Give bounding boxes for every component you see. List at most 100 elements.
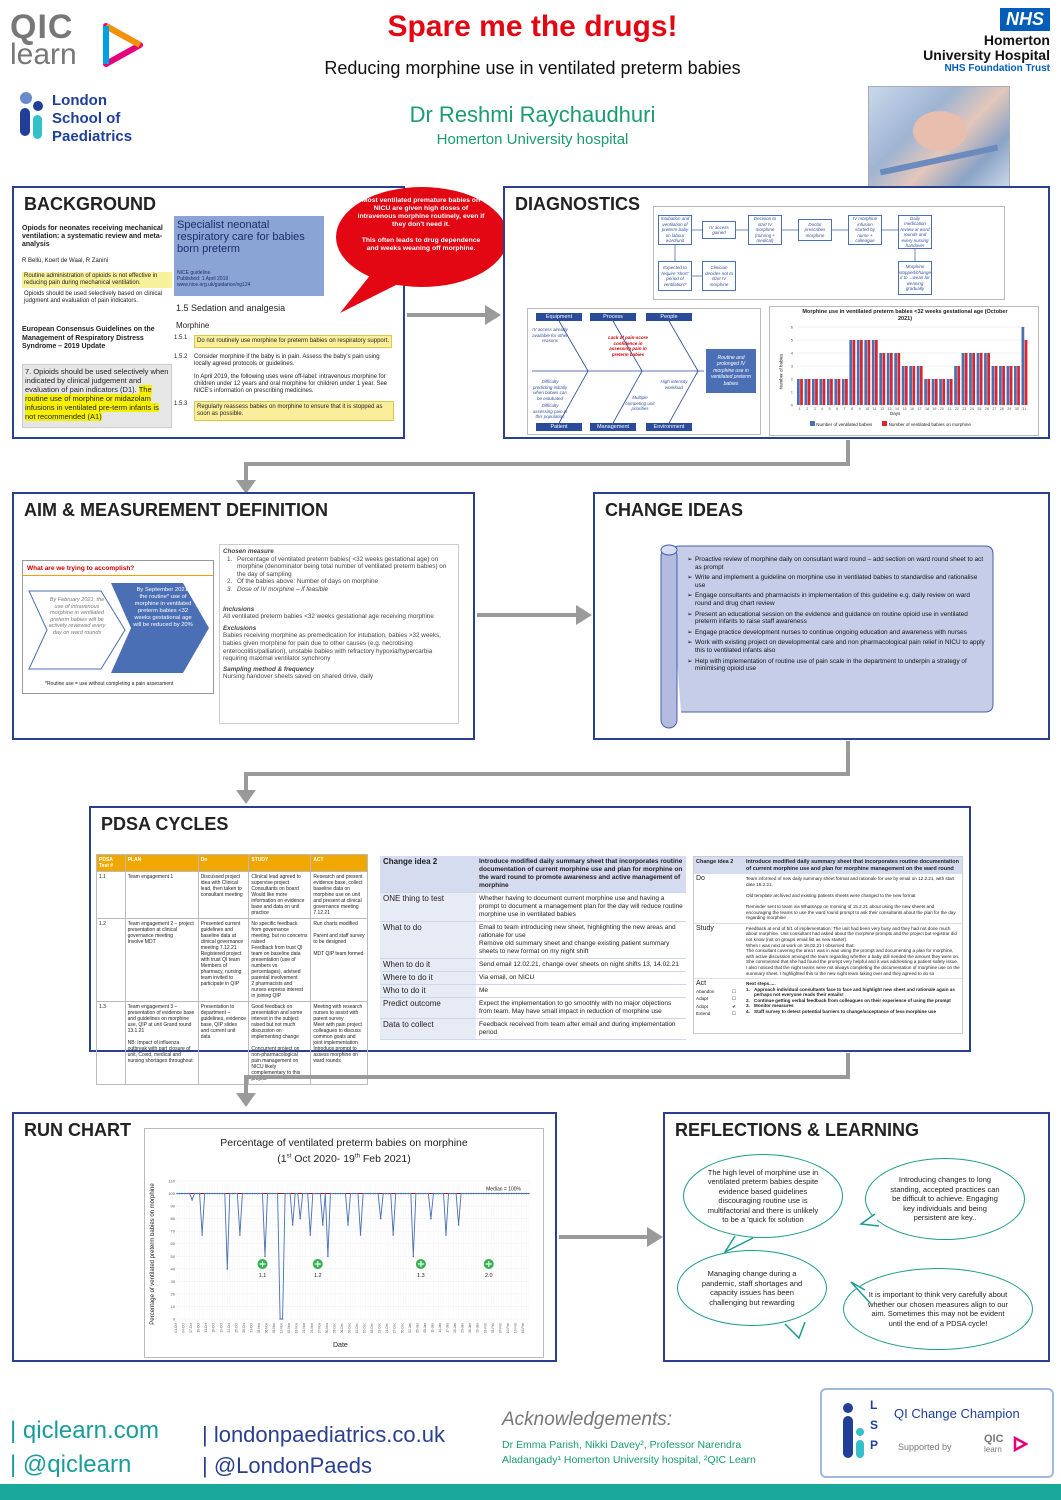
nice-section: 1.5 Sedation and analgesia [176,303,286,313]
lsp-badge-icon [843,1403,864,1458]
run-xtick-label: 23-Jan [461,1323,465,1333]
run-point [178,1192,181,1195]
run-point [259,1192,261,1195]
bar-xtick-label: 15 [903,407,907,411]
aim-footnote: *Routine use = use without completing a … [45,681,174,687]
bar-mark [826,379,830,405]
author-name: Dr Reshmi Raychaudhuri [409,102,656,127]
bar-mark [927,379,931,405]
bar-mark [904,366,908,405]
run-point [374,1192,377,1195]
run-point [452,1192,455,1195]
bar-mark [874,340,878,405]
pdsa-cell: 1.3 [96,1001,126,1085]
reflection-bubble: It is important to think very carefully … [843,1268,1033,1350]
run-chart-frame: Percentage of ventilated preterm babies … [144,1128,544,1358]
run-point [518,1192,520,1195]
change-idea-text: Present an educational session on the ev… [695,610,968,626]
lsp-logo: London School of Paediatrics [14,90,164,150]
run-point [324,1192,327,1195]
run-point [249,1192,251,1195]
run-ytick-label: 30 [171,1279,176,1284]
change-idea: ➢Engage practice development nurses to c… [687,629,987,637]
run-xtick-label: 06-Nov [265,1323,269,1334]
bar-mark [976,353,980,405]
run-point [186,1192,188,1195]
bar-mark [901,366,905,405]
plan-label: Where to do it [380,971,476,985]
run-point [427,1192,430,1195]
change-ideas-panel: CHANGE IDEAS ➢Proactive review of morphi… [593,492,1050,740]
fishbone-bones [532,320,704,424]
footer-link-lp[interactable]: | londonpaediatrics.co.uk [202,1422,445,1447]
plan-label: Change idea 2 [380,856,476,893]
run-point [284,1192,286,1195]
run-xtick-label: 30-Dec [400,1323,404,1334]
run-point [231,1192,234,1195]
bar-xtick-label: 10 [865,407,869,411]
run-point [176,1192,178,1195]
run-xtick-label: 09-Dec [347,1323,351,1334]
next-step-text: Monitor measures [754,1003,794,1009]
run-chart-heading: Percentage of ventilated preterm babies … [220,1137,468,1149]
run-chart-subheading: (1st Oct 2020- 19th Feb 2021) [145,1153,543,1165]
paper-title: Opiods for neonates receiving mechanical… [22,225,163,248]
bar-xtick-label: 1 [799,407,801,411]
flow-arrow-head [647,1227,663,1247]
run-point [266,1192,269,1195]
footer-link-qiclearn-twitter[interactable]: | @qiclearn [10,1451,132,1478]
flow-arrow-line [244,462,248,482]
bar-mark [946,379,950,405]
run-point [349,1192,352,1195]
change-idea: ➢Write and implement a guideline on morp… [687,574,987,589]
run-point [213,1192,216,1195]
nice-cover: Specialist neonatal respiratory care for… [174,216,324,296]
footer-link-lp-twitter[interactable]: | @LondonPaeds [202,1453,372,1478]
flow-arrow-line [559,1235,649,1239]
run-point [236,1192,239,1195]
run-point [317,1192,319,1195]
run-ytick-label: 100 [168,1191,175,1196]
plan-label: Data to collect [380,1018,476,1040]
aim-new-arrow [111,583,209,673]
run-point [354,1192,357,1195]
pdsa-cell: 1.2 [96,918,126,1002]
bar-xtick-label: 23 [962,407,966,411]
run-xtick-label: 01-Oct [174,1323,178,1333]
run-point [495,1192,498,1195]
sampling-head: Sampling method & frequency [223,665,314,673]
fishbone-head-environment: Environment [646,423,692,431]
run-chart-panel: RUN CHART Percentage of ventilated prete… [12,1112,557,1362]
bar-mark [889,353,893,405]
sampling-text: Nursing handover sheets saved on shared … [223,673,374,681]
fishbone-diagram: Equipment Process People Patient Managem… [527,308,761,435]
run-ytick-label: 20 [171,1291,176,1296]
bar-mark [916,366,920,405]
badge-lsp-l: L [870,1398,878,1412]
bullet-arrow-icon: ➢ [687,628,693,636]
bullet-arrow-icon: ➢ [687,610,693,618]
run-xtick-label: 05-Jan [415,1323,419,1333]
run-point [485,1192,488,1195]
footer-link-qiclearn[interactable]: | qiclearn.com [10,1417,159,1444]
process-step: IV access gained [702,221,736,239]
fishbone-head-process: Process [590,313,636,321]
run-point [281,1318,284,1320]
run-xtick-label: 16-Oct [212,1323,216,1333]
run-point [276,1192,279,1195]
measure-head: Chosen measure [223,548,274,555]
change-idea-text: Work with existing project on developmen… [695,639,985,654]
pdsa-col: STUDY [248,854,312,872]
run-point [384,1192,387,1195]
run-ytick-label: 0 [173,1317,176,1322]
bar-xtick-label: 29 [1007,407,1011,411]
study-study-text: Feedback at end of 5/1 of implementation… [746,925,960,976]
flow-arrow-line [477,613,577,617]
act-option: Adapt☐ [696,996,736,1002]
aim-old-goal: By February 2021, the use of intravenous… [48,597,106,636]
process-step: Clinician decides not to start IV morphi… [702,261,736,291]
fishbone-head-people: People [646,313,692,321]
run-point [254,1192,256,1195]
